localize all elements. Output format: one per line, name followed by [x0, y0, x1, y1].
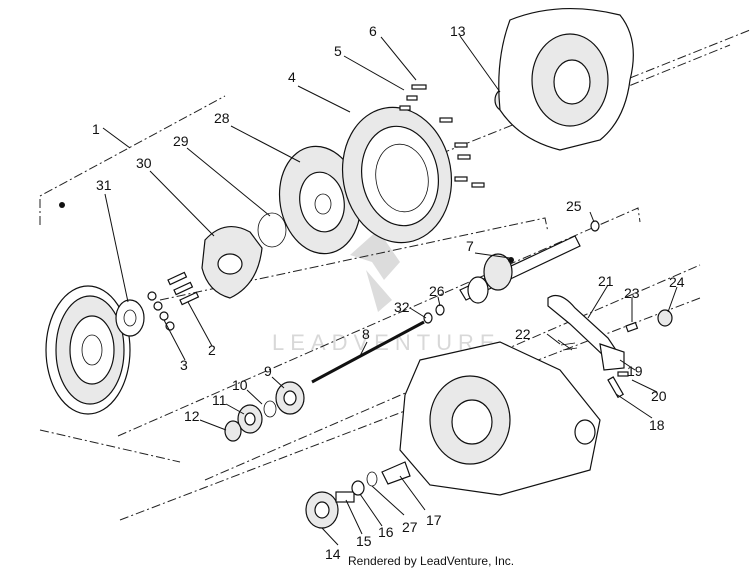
callout-22: 22 — [515, 326, 531, 342]
callout-25: 25 — [566, 198, 582, 214]
callout-1: 1 — [92, 121, 100, 137]
callout-7: 7 — [466, 238, 474, 254]
callout-9: 9 — [264, 363, 272, 379]
callout-31: 31 — [96, 177, 112, 193]
callout-8: 8 — [362, 326, 370, 342]
push-rod — [311, 320, 425, 384]
credit-text: Rendered by LeadVenture, Inc. — [348, 554, 514, 568]
callout-20: 20 — [651, 388, 667, 404]
callout-28: 28 — [214, 110, 230, 126]
bearing-stack — [224, 381, 305, 442]
callout-21: 21 — [598, 273, 614, 289]
marker-dot — [59, 202, 65, 208]
callout-30: 30 — [136, 155, 152, 171]
callout-11: 11 — [212, 392, 227, 408]
callout-12: 12 — [184, 408, 200, 424]
callout-18: 18 — [649, 417, 665, 433]
bolts-washers — [147, 271, 200, 331]
ring-32 — [423, 312, 433, 324]
ring-25 — [590, 220, 600, 232]
callout-32: 32 — [394, 299, 410, 315]
pressure-plate — [45, 202, 131, 415]
input-shaft — [459, 235, 581, 304]
callout-2: 2 — [208, 342, 216, 358]
flywheel-bolts — [399, 84, 485, 188]
callout-19: 19 — [627, 363, 643, 379]
callout-13: 13 — [450, 23, 466, 39]
output-shaft-parts — [305, 461, 411, 529]
callout-23: 23 — [624, 285, 640, 301]
snap-ring — [257, 212, 287, 248]
transmission-housing — [399, 341, 601, 496]
callout-16: 16 — [378, 524, 394, 540]
shift-fork-assembly — [547, 295, 673, 399]
callout-3: 3 — [180, 357, 188, 373]
leader-lines — [102, 35, 678, 546]
callout-labels: 1 2 3 4 5 6 7 8 9 10 11 12 13 14 15 16 1… — [92, 23, 685, 562]
clutch-disc — [278, 145, 362, 255]
callout-26: 26 — [429, 283, 445, 299]
group-boundaries — [39, 29, 750, 521]
callout-4: 4 — [288, 69, 296, 85]
clutch-housing — [201, 225, 263, 299]
marker-dot-shaft — [508, 257, 514, 263]
callout-14: 14 — [325, 546, 341, 562]
callout-27: 27 — [402, 519, 418, 535]
flywheel — [341, 106, 453, 244]
callout-6: 6 — [369, 23, 377, 39]
callout-24: 24 — [669, 274, 685, 290]
callout-29: 29 — [173, 133, 189, 149]
engine-housing — [498, 7, 634, 151]
callout-5: 5 — [334, 43, 342, 59]
callout-17: 17 — [426, 512, 442, 528]
callout-15: 15 — [356, 533, 372, 549]
ring-26 — [435, 304, 445, 316]
callout-10: 10 — [232, 377, 248, 393]
hub-plate — [115, 299, 145, 337]
